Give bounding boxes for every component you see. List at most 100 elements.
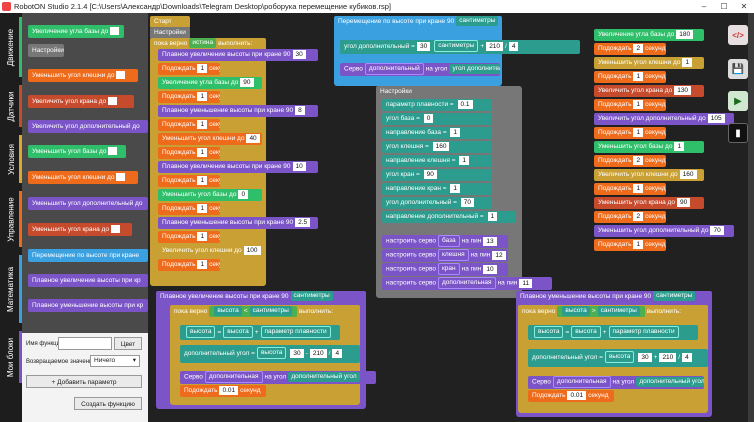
palette-block[interactable]: Уменьшить угол крана до [28,223,132,236]
tab-math[interactable]: Математика [0,251,22,327]
window-controls: – ☐ ✕ [694,0,754,13]
workspace-scrollbar[interactable] [748,13,754,422]
set-variable-block[interactable]: направление дополнительный = 1 [382,211,516,223]
tab-sensors[interactable]: Датчики [0,81,22,131]
function-panel: Имя функции: Цвет Возвращаемое значение:… [22,333,148,422]
window-title: RobotON Studio 2.1.4 [C:\Users\Александр… [14,2,392,11]
tab-my-blocks[interactable]: Мои блоки [0,327,22,387]
set-variable-block[interactable]: направление клешня = 1 [382,155,492,167]
set-variable-block[interactable]: направление база = 1 [382,127,492,139]
palette-block[interactable]: Плавное уменьшение высоты при кр [28,299,148,312]
set-variable-block[interactable]: угол дополнительный = 70 [382,197,492,209]
dec-set-height[interactable]: высота=высота+параметр плавности [528,325,698,340]
tab-movement[interactable]: Движение [0,13,22,81]
app-icon [2,2,11,11]
palette-block[interactable]: Перемещение по высоте при кране [28,249,148,262]
set-variable-block[interactable]: угол клешня = 160 [382,141,492,153]
terminal-button[interactable]: ▮ [728,123,748,143]
tab-conditions[interactable]: Условия [0,131,22,187]
palette-block[interactable]: Увеличить угол крана до [28,95,134,108]
palette-block[interactable]: Увеличение угла базы до [28,25,124,38]
color-button[interactable]: Цвет [114,337,142,350]
add-parameter-button[interactable]: + Добавить параметр [26,375,142,388]
titlebar: RobotON Studio 2.1.4 [C:\Users\Александр… [0,0,754,13]
palette-block[interactable]: Плавное увеличение высоты при кр [28,274,148,287]
set-variable-block[interactable]: угол база = 0 [382,113,492,125]
minimize-button[interactable]: – [701,2,707,11]
palette-block[interactable]: Уменьшить угол клешни до [28,171,138,184]
set-variable-block[interactable]: параметр плавности = 0.1 [382,99,492,111]
save-button[interactable]: 💾 [728,59,748,79]
code-view-button[interactable]: </> [728,25,748,45]
set-variable-block[interactable]: направление кран = 1 [382,183,492,195]
palette-block[interactable]: Уменьшить угол клешни до [28,69,138,82]
palette-block[interactable]: Настройки [28,44,64,57]
return-select[interactable]: Ничего▾ [90,355,140,367]
run-button[interactable]: ▶ [728,91,748,111]
palette-block[interactable]: Увеличить угол дополнительный до [28,120,148,133]
terminal-icon: ▮ [735,127,741,139]
set-variable-block[interactable]: угол кран = 90 [382,169,492,181]
setup-call-block[interactable]: Настройки [150,27,190,39]
maximize-button[interactable]: ☐ [720,2,728,11]
block-palette: Увеличение угла базы до Настройки Уменьш… [22,13,148,422]
close-button[interactable]: ✕ [740,2,748,11]
start-block[interactable]: Старт [150,16,190,28]
palette-block[interactable]: Уменьшить угол базы до [28,145,126,158]
function-name-input[interactable] [58,337,112,350]
inc-set-height[interactable]: высота=высота+параметр плавности [180,325,340,340]
palette-block[interactable]: Уменьшить угол дополнительный до [28,197,148,210]
function-name-label: Имя функции: [26,341,65,347]
tab-control[interactable]: Управление [0,187,22,251]
create-function-button[interactable]: Создать функцию [74,397,142,410]
